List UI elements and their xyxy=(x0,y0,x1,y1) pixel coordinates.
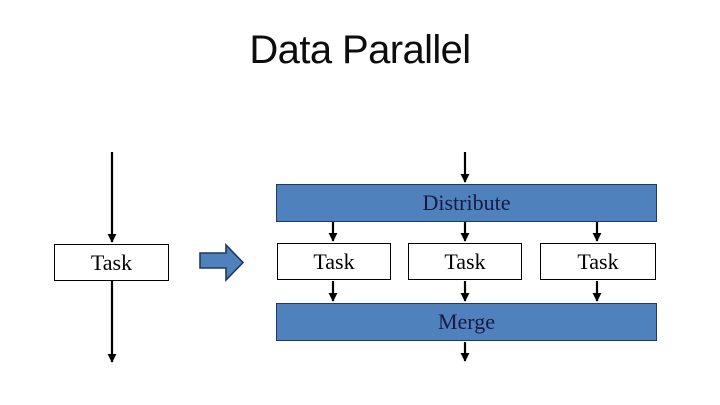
parallel-task-box-3: Task xyxy=(540,243,656,280)
block-arrow-right-icon xyxy=(199,243,245,282)
input-task-box: Task xyxy=(54,244,169,281)
parallel-task-box-2: Task xyxy=(408,243,522,280)
merge-bar: Merge xyxy=(276,303,657,341)
slide-title: Data Parallel xyxy=(249,28,471,72)
parallel-task-box-1: Task xyxy=(277,243,391,280)
distribute-bar: Distribute xyxy=(276,184,657,222)
